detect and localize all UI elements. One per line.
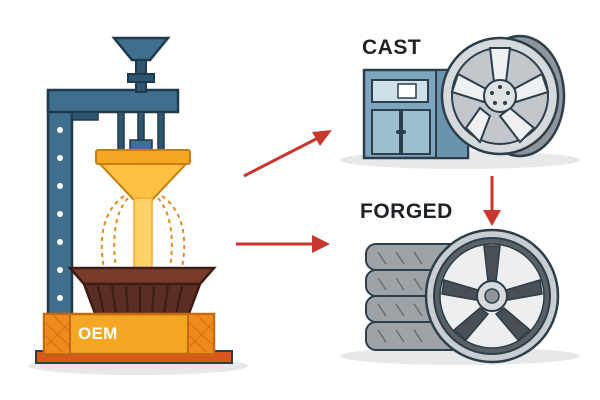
forged-label: FORGED: [360, 200, 453, 223]
mold-icon: [42, 266, 217, 356]
cast-label: CAST: [362, 36, 422, 59]
arrow-cast-to-forged: [483, 176, 501, 226]
funnel-icon: [95, 149, 191, 271]
arrow-icon: [243, 130, 332, 178]
cast-wheel-icon: [440, 34, 566, 158]
forged-wheel-icon: [424, 228, 560, 364]
oem-label: OEM: [78, 324, 118, 343]
arrow-to-forged: [236, 235, 330, 253]
